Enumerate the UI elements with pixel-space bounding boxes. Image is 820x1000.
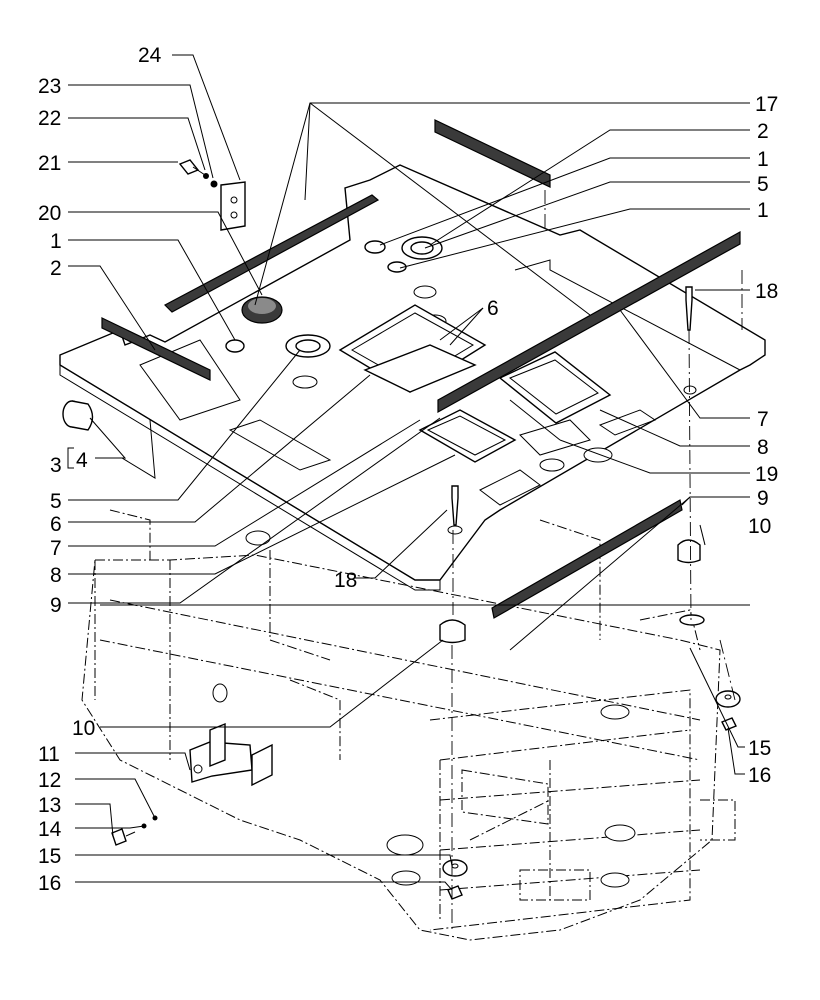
bracket-assembly	[111, 722, 273, 846]
callout-20: 20	[38, 202, 61, 225]
callout-19: 19	[755, 463, 778, 486]
callout-14: 14	[38, 818, 62, 841]
callout-17: 17	[755, 93, 778, 116]
callout-22: 22	[38, 107, 61, 130]
lower-frame	[81, 509, 736, 941]
callout-24: 24	[138, 44, 162, 67]
callout-7-right: 7	[757, 408, 769, 431]
callout-8-right: 8	[757, 436, 769, 459]
callout-9-left: 9	[50, 594, 62, 617]
callout-21: 21	[38, 152, 61, 175]
callout-15-left: 15	[38, 845, 61, 868]
callout-10-right: 10	[748, 515, 771, 538]
callout-2-right: 2	[757, 120, 769, 143]
callout-15-right: 15	[748, 737, 771, 760]
group-bracket-3-4	[67, 447, 74, 469]
callout-11: 11	[38, 743, 60, 766]
callout-13: 13	[38, 794, 61, 817]
callout-4: 4	[76, 449, 88, 472]
callout-18-center: 18	[334, 569, 357, 592]
callout-6-left: 6	[50, 513, 62, 536]
callout-5-right: 5	[757, 173, 769, 196]
callout-3: 3	[50, 454, 62, 477]
callout-2-left: 2	[50, 257, 62, 280]
callout-1-left: 1	[50, 230, 62, 253]
callout-23: 23	[38, 75, 61, 98]
rectangular-frames	[338, 304, 612, 463]
cylinder-part	[62, 400, 94, 431]
callout-5-left: 5	[50, 490, 62, 513]
callout-16-left: 16	[38, 872, 61, 895]
callout-9-right: 9	[757, 487, 769, 510]
callout-10-left: 10	[72, 717, 95, 740]
callout-16-right: 16	[748, 764, 771, 787]
callout-18-right: 18	[755, 280, 778, 303]
callout-1-right: 1	[757, 199, 769, 222]
leader-lines	[68, 54, 750, 891]
round-parts	[225, 236, 443, 358]
callout-8-left: 8	[50, 564, 62, 587]
callout-7-left: 7	[50, 537, 62, 560]
callout-labels: 24 23 22 21 20 1 2 4 3 5 6 7 8 9 17 2 1 …	[38, 44, 778, 895]
callout-6-right: 6	[487, 297, 499, 320]
center-lines	[451, 190, 743, 930]
callout-12: 12	[38, 769, 61, 792]
callout-1-right-top: 1	[757, 148, 769, 171]
hinge-plate-assembly	[178, 159, 246, 231]
seal-strips	[101, 119, 741, 619]
